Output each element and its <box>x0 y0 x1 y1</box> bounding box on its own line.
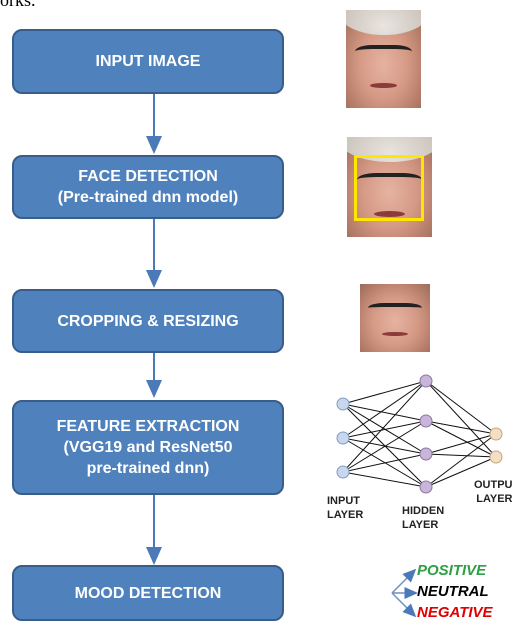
step-cropping-label: CROPPING & RESIZING <box>57 312 239 330</box>
output-node <box>489 450 503 464</box>
output-node <box>489 427 503 441</box>
hidden-node <box>419 447 433 461</box>
cropped-face-photo <box>360 284 430 352</box>
input-nodes <box>336 397 350 479</box>
step-mood-detection: MOOD DETECTION <box>12 565 284 621</box>
detection-bounding-box <box>354 155 424 221</box>
step-mood-detection-label: MOOD DETECTION <box>74 584 222 602</box>
step-feature-extraction-line2: (VGG19 and ResNet50 <box>63 439 233 456</box>
step-input-image: INPUT IMAGE <box>12 29 284 94</box>
step-cropping-resizing: CROPPING & RESIZING <box>12 289 284 353</box>
input-node <box>336 465 350 479</box>
input-face-photo <box>346 10 421 108</box>
step-feature-extraction: FEATURE EXTRACTION (VGG19 and ResNet50 p… <box>12 400 284 495</box>
hidden-node <box>419 480 433 494</box>
network-connections <box>342 380 497 488</box>
step-face-detection-title: FACE DETECTION <box>78 168 218 185</box>
step-feature-extraction-title: FEATURE EXTRACTION <box>56 418 240 435</box>
detected-face-photo <box>347 137 432 237</box>
output-nodes <box>489 427 503 464</box>
hidden-node <box>419 414 433 428</box>
mood-neutral-label: NEUTRAL <box>417 583 489 600</box>
step-input-image-label: INPUT IMAGE <box>95 53 201 70</box>
step-face-detection: FACE DETECTION (Pre-trained dnn model) <box>12 155 284 219</box>
top-note-fragment: orks. <box>0 0 36 10</box>
step-feature-extraction-line3: pre-trained dnn) <box>86 460 210 477</box>
mood-negative-label: NEGATIVE <box>417 604 493 621</box>
mood-arrow-negative <box>391 592 417 618</box>
input-node <box>336 431 350 445</box>
hidden-node <box>419 374 433 388</box>
hidden-nodes <box>419 374 433 494</box>
input-node <box>336 397 350 411</box>
step-face-detection-subtitle: (Pre-trained dnn model) <box>57 189 239 206</box>
mood-arrow-positive <box>391 568 417 594</box>
mood-positive-label: POSITIVE <box>417 562 487 579</box>
neural-network-diagram <box>336 374 503 494</box>
